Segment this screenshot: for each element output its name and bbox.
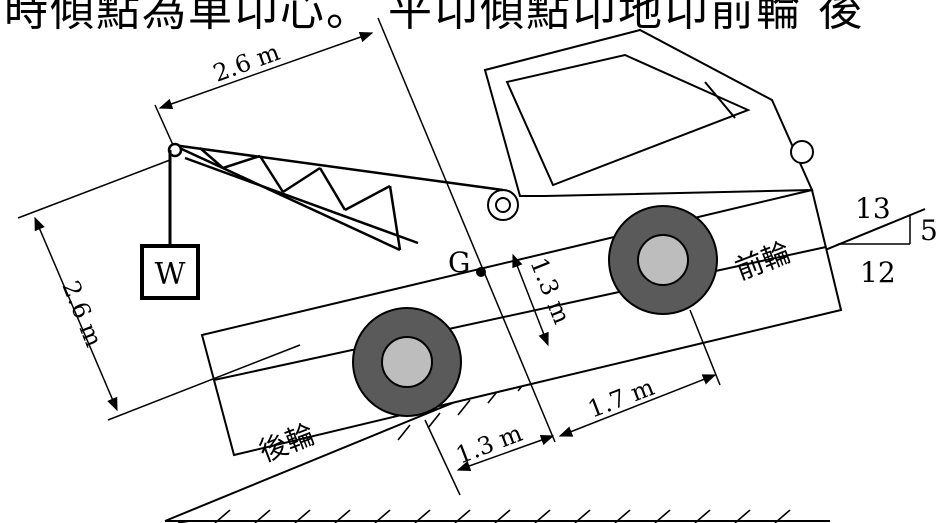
- boom-pulley: [487, 189, 519, 221]
- slope-run-label: 12: [860, 256, 896, 289]
- truck-cab: [483, 28, 814, 197]
- cg-label: G: [448, 246, 470, 279]
- dim-g-height: [512, 253, 549, 347]
- weight-label: W: [155, 257, 186, 292]
- weight-box: W: [140, 244, 200, 300]
- header-fragment-text: 時傾點為車卬心。 平卬傾點卬地卬前輪 後: [4, 0, 864, 30]
- rear-wheel: [352, 307, 462, 417]
- slope-hyp-label: 13: [855, 192, 891, 225]
- truck-bed: [200, 188, 843, 457]
- dim-axle-extension-lines: [424, 309, 721, 496]
- dim-boom-height-label: 2.6 m: [56, 277, 108, 351]
- dim-rear-axle-label: 1.3 m: [452, 419, 526, 470]
- dim-boom-height: [17, 159, 301, 421]
- dim-rear-axle: [456, 435, 555, 471]
- dim-boom-horizontal-label: 2.6 m: [209, 38, 283, 88]
- slope-triangle: [838, 216, 911, 245]
- dim-front-axle-label: 1.7 m: [584, 373, 658, 424]
- flat-ground-hatching: [177, 509, 791, 523]
- dim-front-axle: [558, 374, 717, 437]
- header-fragment: 時傾點為車卬心。 平卬傾點卬地卬前輪 後: [0, 0, 938, 30]
- dim-boom-horizontal: [154, 31, 374, 146]
- front-wheel: [608, 205, 718, 315]
- crane-boom: [167, 142, 504, 252]
- vertical-reference-line: [377, 17, 556, 443]
- slope-rise-label: 5: [920, 214, 938, 247]
